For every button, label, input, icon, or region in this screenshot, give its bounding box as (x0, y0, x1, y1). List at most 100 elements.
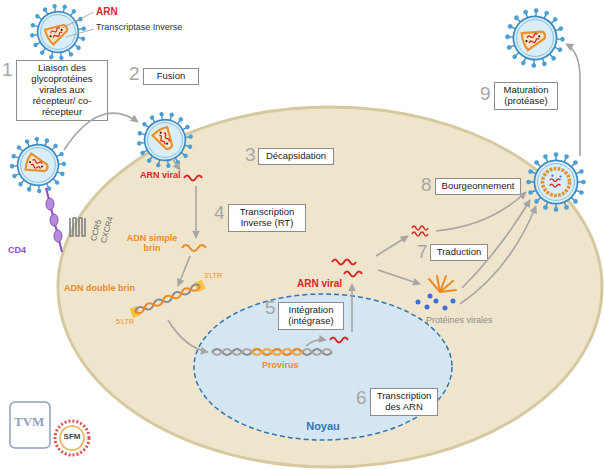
step-text: Bourgeonnement (439, 181, 517, 192)
viral-rna (184, 176, 202, 181)
callout-number: 8 (421, 175, 432, 196)
callout-number: 9 (480, 84, 491, 105)
callout-number: 5 (265, 298, 276, 319)
viral-protein (440, 276, 446, 292)
flow-arrow (378, 270, 420, 284)
coreceptor (70, 218, 85, 236)
callout-number: 6 (356, 388, 367, 409)
molecule-label: Protéines virales (426, 316, 493, 326)
viral-protein (440, 290, 456, 292)
provirus (212, 349, 332, 355)
molecule-label: ADN simple brin (126, 234, 178, 254)
cd4-receptor (50, 214, 58, 226)
double-strand-dna (194, 280, 205, 292)
step-box: Transcription des ARN (370, 388, 438, 416)
viral-protein (440, 281, 453, 292)
receptor-label: CD4 (8, 246, 26, 256)
molecule-label: Provirus (262, 361, 299, 371)
callout-number: 1 (2, 60, 13, 81)
step-text: Fusion (147, 71, 195, 82)
logo-frame (10, 402, 50, 448)
flow-arrow (172, 158, 180, 170)
viral-protein (425, 305, 430, 310)
double-strand-dna (129, 306, 140, 318)
region-label: 3'LTR (204, 272, 222, 280)
provirus (212, 349, 332, 355)
nucleus-membrane (194, 294, 452, 440)
logo-text: TVM (14, 415, 44, 429)
viral-protein (437, 276, 440, 292)
budding-virion (526, 152, 586, 212)
viral-rna (332, 260, 362, 277)
callout-number: 3 (245, 145, 256, 166)
viral-protein (416, 300, 421, 305)
molecule-label: ARN viral (297, 278, 342, 289)
viral-protein (428, 294, 433, 299)
provirus (212, 349, 332, 355)
step-box: Transcription Inverse (RT) (228, 204, 306, 232)
viral-rna (330, 338, 348, 343)
step-text: Décapsidation (262, 151, 330, 162)
single-strand-dna (182, 245, 206, 251)
step-text: Maturation (protéase) (498, 85, 554, 107)
cell-membrane (58, 107, 602, 467)
step-box: Liaison des glycoprotéines virales aux r… (16, 60, 108, 121)
region-label: 5'LTR (116, 318, 134, 326)
callout-number: 2 (129, 64, 140, 85)
step-text: Transcription des ARN (374, 391, 434, 413)
step-text: Transcription Inverse (RT) (232, 207, 302, 229)
cd4-receptor (54, 230, 62, 242)
double-strand-dna (129, 280, 205, 318)
step-box: Intégration (intégrase) (278, 302, 344, 330)
leader-line (62, 12, 94, 28)
viral-rna (412, 226, 428, 236)
flow-arrow (462, 200, 530, 288)
part-label: ARN (96, 6, 118, 17)
molecule-label: ARN viral (140, 171, 181, 181)
virion (2, 129, 74, 201)
flow-arrow (436, 192, 526, 231)
step-text: Intégration (intégrase) (282, 305, 340, 327)
viral-protein (451, 299, 456, 304)
part-label: Transcriptase Inverse (96, 23, 182, 33)
step-box: Décapsidation (258, 148, 334, 165)
step-text: Traduction (434, 247, 484, 258)
logo-text: SFM (60, 433, 84, 442)
callout-number: 4 (214, 203, 225, 224)
viral-protein (434, 299, 439, 304)
provirus (252, 349, 302, 355)
cd4-receptor (46, 198, 54, 210)
step-box: Maturation (protéase) (494, 82, 558, 110)
flow-arrow (351, 284, 353, 332)
viral-protein (429, 276, 456, 292)
cd4-receptor (46, 188, 62, 252)
flow-arrow (195, 186, 197, 238)
callout-number: 7 (417, 242, 428, 263)
virion (20, 0, 97, 70)
flow-arrow (178, 256, 190, 286)
flow-arrow (566, 44, 580, 156)
virion (127, 102, 204, 179)
flow-arrow (376, 236, 408, 256)
nucleus-label: Noyau (192, 420, 454, 432)
viral-protein (416, 294, 456, 311)
nucleus-ellipse: Noyau Intégration (intégrase) Transcriptio… (192, 292, 454, 442)
flow-arrow (168, 320, 208, 352)
leader-line (62, 12, 94, 37)
provirus (252, 349, 302, 355)
mature-virion (497, 0, 573, 76)
double-strand-dna (134, 283, 201, 315)
step-box: Bourgeonnement (435, 178, 521, 195)
flow-arrow (306, 340, 326, 346)
flow-arrow (64, 113, 138, 150)
molecule-label: ADN double brin (64, 284, 135, 294)
logo-ring (55, 421, 89, 455)
logo-ring (60, 426, 84, 450)
step-box: Fusion (143, 68, 199, 85)
viral-protein (443, 306, 448, 311)
double-strand-dna (134, 283, 201, 315)
viral-protein (429, 279, 440, 292)
leader-line (66, 29, 94, 37)
